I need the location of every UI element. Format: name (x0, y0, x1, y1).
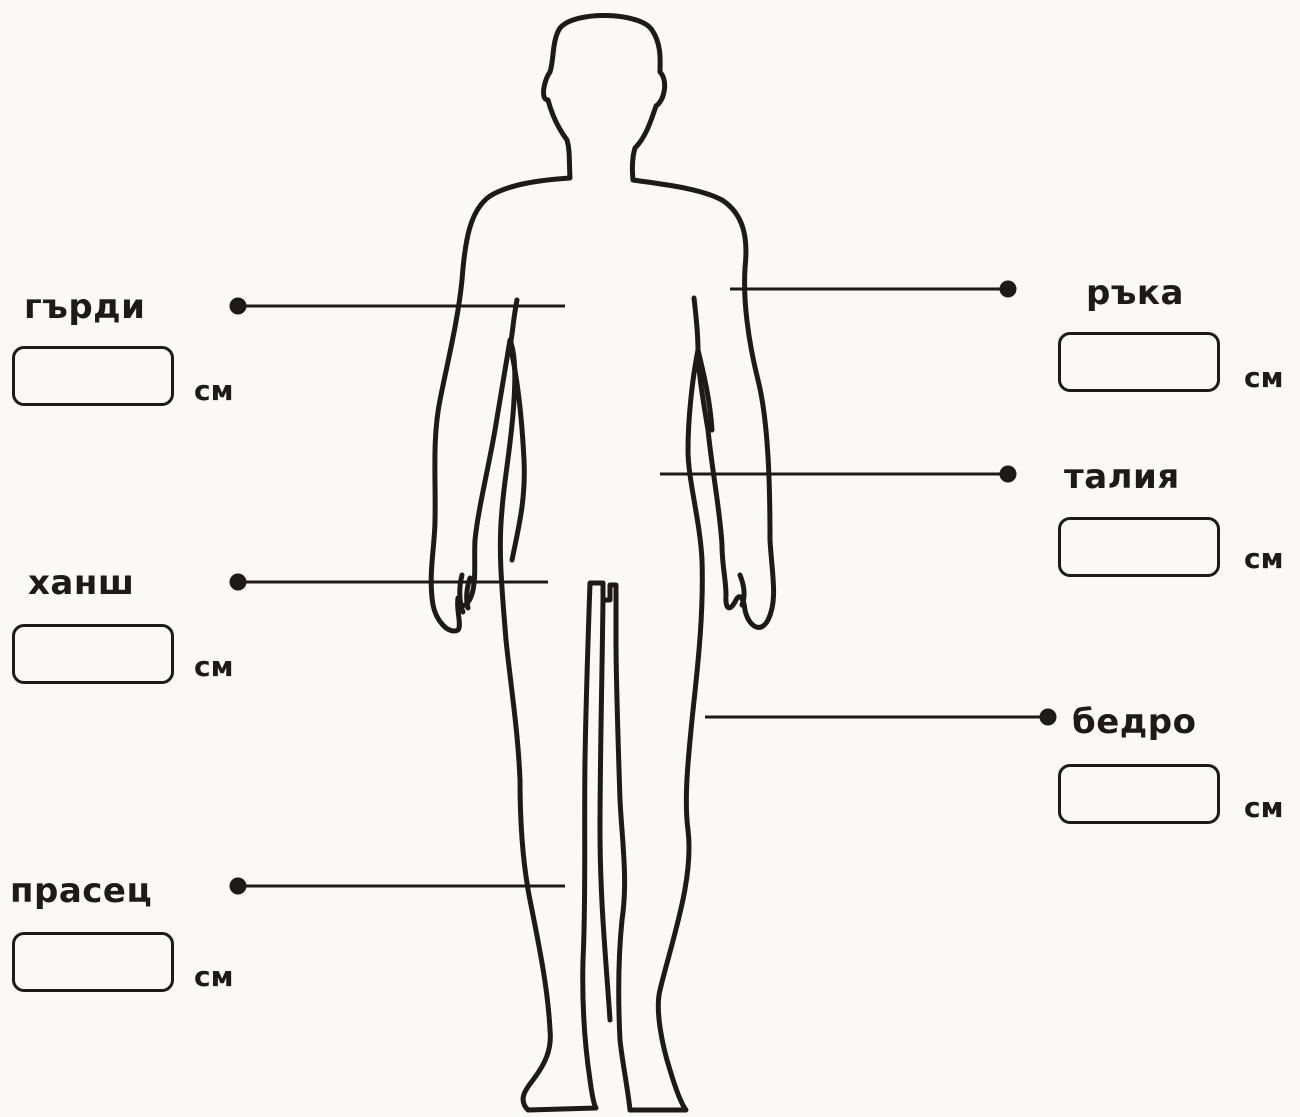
thigh-input[interactable] (1058, 764, 1220, 824)
hip-unit: см (194, 653, 233, 681)
waist-label: талия (1064, 460, 1180, 494)
waist-unit: см (1244, 545, 1283, 573)
thigh-unit: см (1244, 794, 1283, 822)
chest-callout-dot (231, 299, 245, 313)
calf-callout-dot (231, 879, 245, 893)
thigh-label: бедро (1072, 705, 1196, 739)
chest-input[interactable] (12, 346, 174, 406)
calf-unit: см (194, 963, 233, 991)
waist-callout-dot (1001, 467, 1015, 481)
inner-leg-line (600, 600, 610, 1020)
hip-input[interactable] (12, 624, 174, 684)
arm-callout-dot (1001, 282, 1015, 296)
thigh-callout-dot (1041, 710, 1055, 724)
chest-label: гърди (24, 290, 145, 324)
arm-unit: см (1244, 364, 1283, 392)
arm-label: ръка (1086, 276, 1184, 310)
waist-input[interactable] (1058, 517, 1220, 577)
calf-input[interactable] (12, 932, 174, 992)
hip-label: ханш (28, 566, 134, 600)
hip-callout-dot (231, 575, 245, 589)
arm-input[interactable] (1058, 332, 1220, 392)
calf-label: прасец (10, 874, 152, 908)
chest-unit: см (194, 377, 233, 405)
